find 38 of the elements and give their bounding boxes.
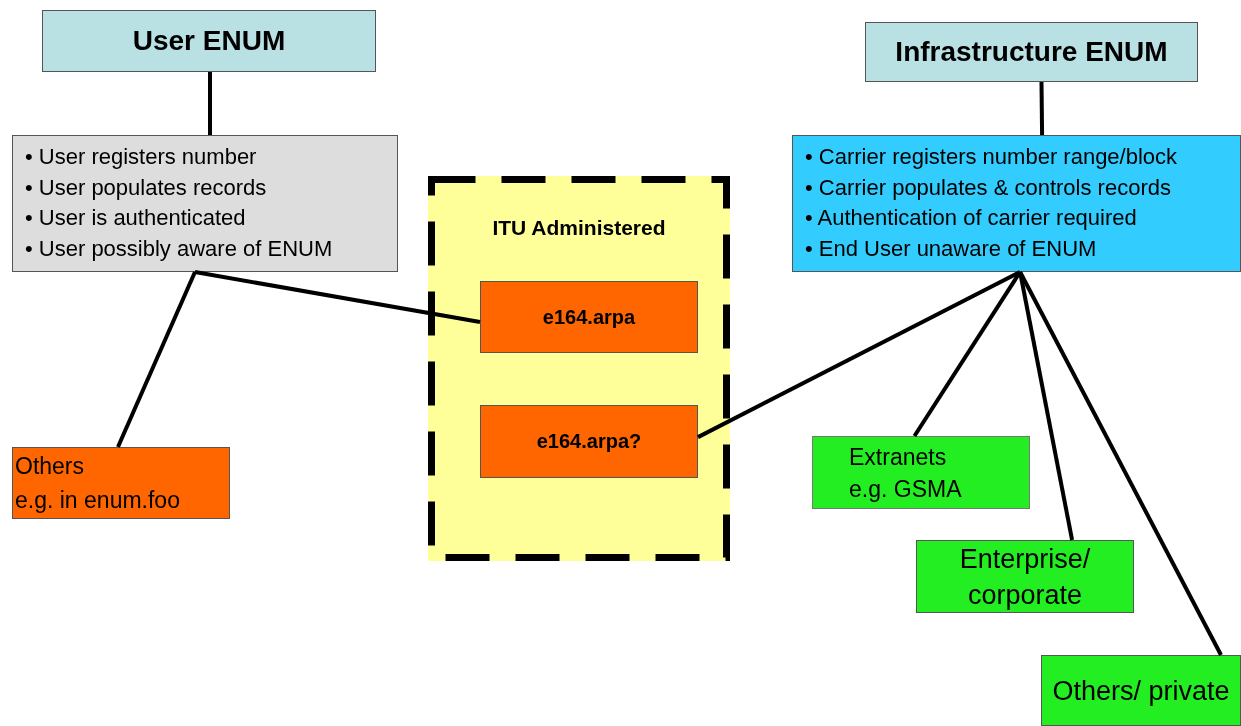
region-title: ITU Administered xyxy=(491,216,667,240)
box-label: Enterprise/ corporate xyxy=(958,542,1092,612)
box-label: Extranets xyxy=(849,442,948,472)
connector-line xyxy=(194,270,481,324)
connector-line xyxy=(116,271,197,448)
bullet-text: • User populates records xyxy=(25,173,268,202)
network-box xyxy=(812,436,1030,509)
connector-line xyxy=(1039,81,1045,136)
bullet-text: • User registers number xyxy=(25,143,258,171)
domain-box xyxy=(480,405,698,478)
box-label: e.g. in enum.foo xyxy=(15,486,181,515)
connector-line xyxy=(697,270,1021,439)
box-label: Infrastructure ENUM xyxy=(894,36,1169,68)
heading-box xyxy=(865,22,1198,82)
box-label: Others xyxy=(15,452,86,481)
network-box xyxy=(916,540,1134,613)
network-box xyxy=(1041,655,1241,726)
domain-box xyxy=(12,447,230,519)
box-label: e164.arpa? xyxy=(535,430,643,453)
box-label: User ENUM xyxy=(131,25,287,57)
bullet-text: • User is authenticated xyxy=(25,204,247,232)
bullet-text: • Carrier registers number range/block xyxy=(805,143,1179,171)
bullet-text: • Carrier populates & controls records xyxy=(805,173,1172,202)
info-box xyxy=(792,135,1241,272)
heading-box xyxy=(42,10,376,72)
domain-box xyxy=(480,281,698,353)
connector-line xyxy=(208,72,212,135)
info-box xyxy=(12,135,398,272)
box-label: e164.arpa xyxy=(541,305,637,329)
connector-line xyxy=(1018,271,1223,656)
box-label: e.g. GSMA xyxy=(849,474,963,504)
dashed-region xyxy=(428,176,730,561)
box-label: Others/ private xyxy=(1051,674,1231,708)
bullet-text: • Authentication of carrier required xyxy=(805,204,1138,232)
connector-line xyxy=(1018,271,1075,541)
bullet-text: • End User unaware of ENUM xyxy=(805,234,1098,263)
connector-line xyxy=(912,270,1022,438)
bullet-text: • User possibly aware of ENUM xyxy=(25,234,334,263)
